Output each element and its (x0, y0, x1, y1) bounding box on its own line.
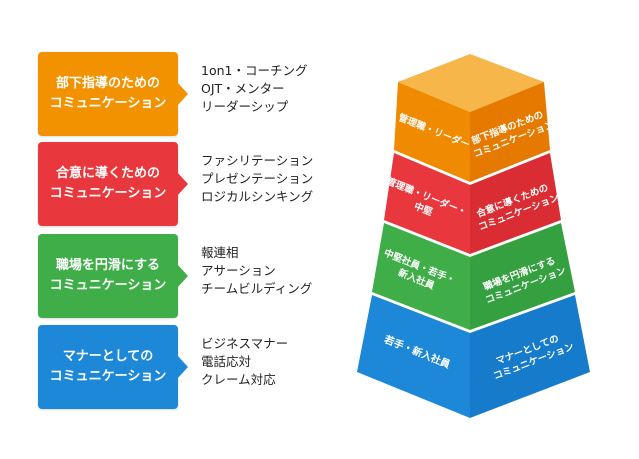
tier-1-right-face (470, 82, 550, 182)
tier-1-left-face (394, 82, 470, 182)
subordinate-guidance-topics: 1on1・コーチング OJT・メンター リーダーシップ (201, 62, 307, 116)
smooth-workplace-title-line-2: コミュニケーション (49, 278, 167, 293)
topic-item: ファシリテーション (201, 153, 314, 168)
manners-title-line-2: コミュニケーション (49, 369, 167, 384)
manners-box: マナーとしての コミュニケーション (38, 325, 188, 409)
manners-title-line-1: マナーとしての (62, 349, 154, 364)
tier-1-top-face (398, 54, 544, 112)
topic-item: クレーム対応 (201, 372, 276, 387)
row-smooth-workplace: 職場を円滑にする コミュニケーション 報連相 アサーション チームビルディング (38, 234, 338, 318)
topic-item: 報連相 (201, 245, 239, 260)
consensus-building-topics: ファシリテーション プレゼンテーション ロジカルシンキング (201, 152, 313, 206)
arrow-right-icon (177, 264, 188, 288)
pyramid-tier-3: 中堅社員・若手・ 新入社員 職場を円滑にする コミュニケーション (372, 223, 575, 330)
tier-2-right-face (470, 153, 561, 254)
tier-4-left-face (357, 295, 470, 418)
row-consensus-building: 合意に導くための コミュニケーション ファシリテーション プレゼンテーション ロ… (38, 142, 338, 226)
tier-3-left-face (372, 223, 470, 330)
topic-item: 1on1・コーチング (201, 63, 308, 78)
arrow-right-icon (177, 82, 188, 106)
topic-item: プレゼンテーション (201, 171, 314, 186)
row-subordinate-guidance: 部下指導のための コミュニケーション 1on1・コーチング OJT・メンター リ… (38, 52, 338, 136)
subordinate-guidance-title-line-1: 部下指導のための (55, 76, 160, 91)
smooth-workplace-topics: 報連相 アサーション チームビルディング (201, 244, 312, 298)
tier-3-right-face (470, 223, 575, 330)
subordinate-guidance-title-line-2: コミュニケーション (49, 96, 167, 111)
consensus-building-box: 合意に導くための コミュニケーション (38, 142, 188, 226)
consensus-building-title-line-2: コミュニケーション (49, 186, 167, 201)
pyramid-tier-2: 管理職・リーダー・ 中堅 合意に導くための コミュニケーション (384, 153, 561, 254)
subordinate-guidance-box: 部下指導のための コミュニケーション (38, 52, 188, 136)
smooth-workplace-box: 職場を円滑にする コミュニケーション (38, 234, 188, 318)
topic-item: チームビルディング (201, 281, 313, 296)
topic-item: リーダーシップ (201, 99, 289, 114)
topic-item: 電話応対 (201, 354, 252, 369)
topic-item: OJT・メンター (201, 81, 285, 96)
row-manners: マナーとしての コミュニケーション ビジネスマナー 電話応対 クレーム対応 (38, 325, 338, 409)
tier-4-right-face (470, 295, 590, 418)
consensus-building-title-line-1: 合意に導くための (55, 166, 160, 181)
pyramid-tier-4: 若手・新入社員 マナーとしての コミュニケーション (357, 295, 590, 418)
smooth-workplace-title-line-1: 職場を円滑にする (55, 258, 161, 273)
tier-2-left-face (384, 153, 470, 254)
arrow-right-icon (177, 172, 188, 196)
topic-item: アサーション (201, 263, 276, 278)
topic-item: ビジネスマナー (201, 336, 289, 351)
manners-topics: ビジネスマナー 電話応対 クレーム対応 (201, 335, 288, 389)
topic-item: ロジカルシンキング (201, 189, 314, 204)
arrow-right-icon (177, 355, 188, 379)
